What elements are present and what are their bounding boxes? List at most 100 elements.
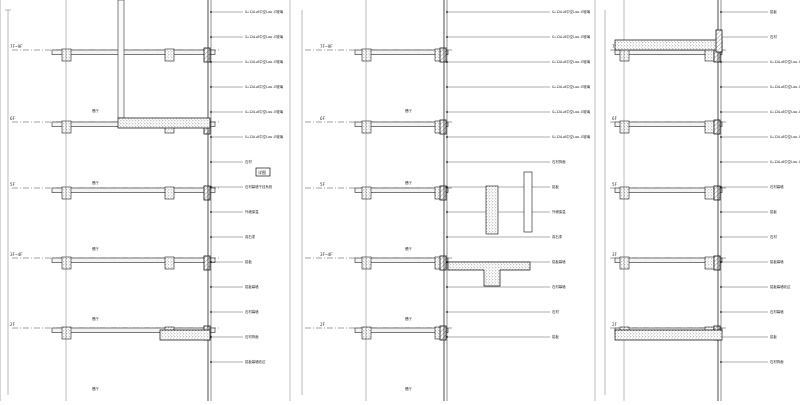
room-label: 餐厅 <box>92 246 99 251</box>
note-text: 石材饰面 <box>552 159 566 164</box>
facade-node <box>439 255 447 271</box>
leader-dot <box>210 261 212 263</box>
facade-node <box>439 325 447 341</box>
floor-slab <box>354 257 449 263</box>
leader-dot <box>210 36 212 38</box>
room-label: 餐厅 <box>405 246 412 251</box>
leader-dot <box>446 136 448 138</box>
column-section <box>485 185 499 235</box>
level-label: 5F <box>320 182 326 187</box>
callout-text: 详图 <box>258 169 266 175</box>
leader-dot <box>210 211 212 213</box>
floor-slab <box>354 327 449 333</box>
leader-dot <box>720 361 722 363</box>
leader-dot <box>210 361 212 363</box>
note-text: 铝板幕墙 <box>552 259 566 264</box>
roof-slab <box>614 39 723 51</box>
leader-dot <box>720 286 722 288</box>
note-text: G+12A+6中空Low-E玻璃 <box>552 134 591 139</box>
floor-slab <box>51 187 216 193</box>
leader-dot <box>210 186 212 188</box>
note-text: G+12A+6中空Low-E玻璃 <box>245 134 284 139</box>
podium-slab <box>614 329 723 341</box>
beam <box>361 256 372 270</box>
leader-dot <box>446 311 448 313</box>
canopy-slab <box>159 329 211 341</box>
beam <box>361 48 372 62</box>
room-label: 餐厅 <box>405 316 412 321</box>
leader-dot <box>446 111 448 113</box>
level-label: 6F <box>10 116 16 121</box>
floor-slab <box>354 49 449 55</box>
leader-dot <box>446 211 448 213</box>
note-text: G+12A+6中空Low-E玻璃 <box>245 109 284 114</box>
note-text: 外墙保温 <box>552 209 566 214</box>
note-text: 石材饰面 <box>245 334 259 339</box>
note-text: 铝板 <box>770 9 777 14</box>
facade-node <box>203 47 211 63</box>
beam <box>361 120 372 134</box>
leader-dot <box>210 11 212 13</box>
beam <box>619 120 630 134</box>
beam <box>619 186 630 200</box>
level-label: 5F <box>612 182 618 187</box>
note-text: 石材 <box>245 159 252 164</box>
floor-slab <box>614 187 723 193</box>
beam <box>704 256 715 270</box>
facade-node <box>203 255 211 271</box>
panel-right: 7F6F5F3F2F铝板石材G+12A+6中空Low-E玻璃G+12A+6中空L… <box>610 0 800 401</box>
leader-dot <box>210 311 212 313</box>
note-text: 石材幕墙 <box>245 309 259 314</box>
beam <box>164 186 175 200</box>
facade-node <box>713 255 721 271</box>
floor-slab <box>354 187 449 193</box>
room-label: 餐厅 <box>405 108 412 113</box>
beam <box>61 120 72 134</box>
beam <box>361 186 372 200</box>
level-label: 5F <box>10 182 16 187</box>
level-label: 2F <box>612 322 618 327</box>
leader-dot <box>720 186 722 188</box>
note-text: 铝板幕墙收边 <box>770 284 791 289</box>
leader-dot <box>210 86 212 88</box>
leader-dot <box>720 136 722 138</box>
note-text: 铝板幕墙 <box>245 284 259 289</box>
panel-left: 7F~9F餐厅6F餐厅5F餐厅3F~4F餐厅2F餐厅G+12A+6中空Low-E… <box>10 0 284 401</box>
note-text: 铝板幕墙收边 <box>245 359 266 364</box>
leader-dot <box>720 111 722 113</box>
note-text: 石材幕墙 <box>770 184 784 189</box>
facade-node <box>713 119 721 135</box>
note-text: G+12A+6中空Low-E玻璃 <box>770 84 800 89</box>
room-label: 餐厅 <box>92 180 99 185</box>
note-text: 石材幕墙 <box>770 309 784 314</box>
level-label: 6F <box>612 116 618 121</box>
room-label: 餐厅 <box>405 180 412 185</box>
panel-middle: 7F~9F餐厅6F餐厅5F餐厅3F~4F餐厅2F餐厅G+12A+6中空Low-E… <box>305 0 591 401</box>
floor-slab <box>51 257 216 263</box>
beam <box>619 48 630 62</box>
note-text: G+12A+6中空Low-E玻璃 <box>552 34 591 39</box>
note-text: G+12A+6中空Low-E玻璃 <box>770 134 800 139</box>
note-text: G+12A+6中空Low-E玻璃 <box>770 109 800 114</box>
note-text: 真石漆 <box>552 234 563 239</box>
note-text: G+12A+6中空Low-E玻璃 <box>552 9 591 14</box>
leader-dot <box>446 286 448 288</box>
level-label: 2F <box>10 322 16 327</box>
beam <box>164 256 175 270</box>
beam <box>61 48 72 62</box>
beam <box>704 48 715 62</box>
beam <box>619 256 630 270</box>
leader-dot <box>446 336 448 338</box>
note-text: 石材饰面 <box>770 359 784 364</box>
floor-slab <box>51 49 216 55</box>
leader-dot <box>720 261 722 263</box>
note-text: 石材 <box>552 309 559 314</box>
leader-dot <box>210 336 212 338</box>
leader-dot <box>210 61 212 63</box>
level-label: 6F <box>320 116 326 121</box>
note-text: 石材 <box>770 234 777 239</box>
leader-dot <box>446 61 448 63</box>
room-label: 餐厅 <box>92 386 99 391</box>
note-text: 铝板 <box>770 334 777 339</box>
